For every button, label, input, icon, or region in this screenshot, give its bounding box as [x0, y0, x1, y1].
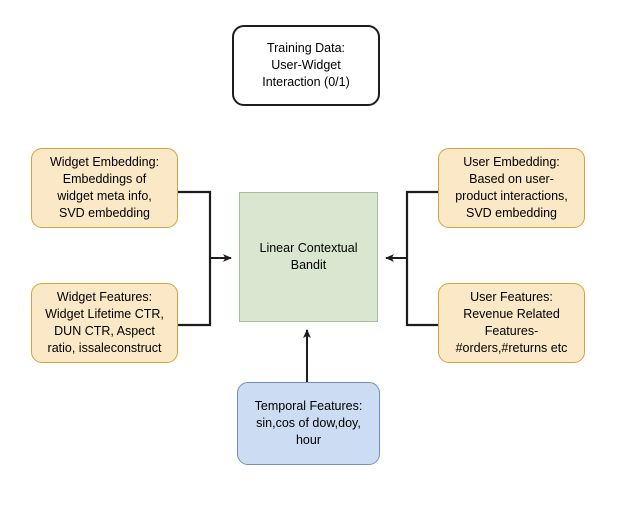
node-training-data: Training Data: User-Widget Interaction (… — [232, 25, 380, 106]
node-user-features: User Features: Revenue Related Features-… — [438, 283, 585, 363]
edge-widget-inputs-bus — [178, 190, 212, 327]
node-user-embedding: User Embedding: Based on user- product i… — [438, 148, 585, 228]
edge-user-inputs-bus — [405, 190, 438, 327]
node-widget-embedding: Widget Embedding: Embeddings of widget m… — [31, 148, 178, 228]
node-linear-contextual-bandit: Linear Contextual Bandit — [239, 192, 378, 322]
node-temporal-features: Temporal Features: sin,cos of dow,doy, h… — [237, 382, 380, 465]
node-widget-features: Widget Features: Widget Lifetime CTR, DU… — [31, 283, 178, 363]
